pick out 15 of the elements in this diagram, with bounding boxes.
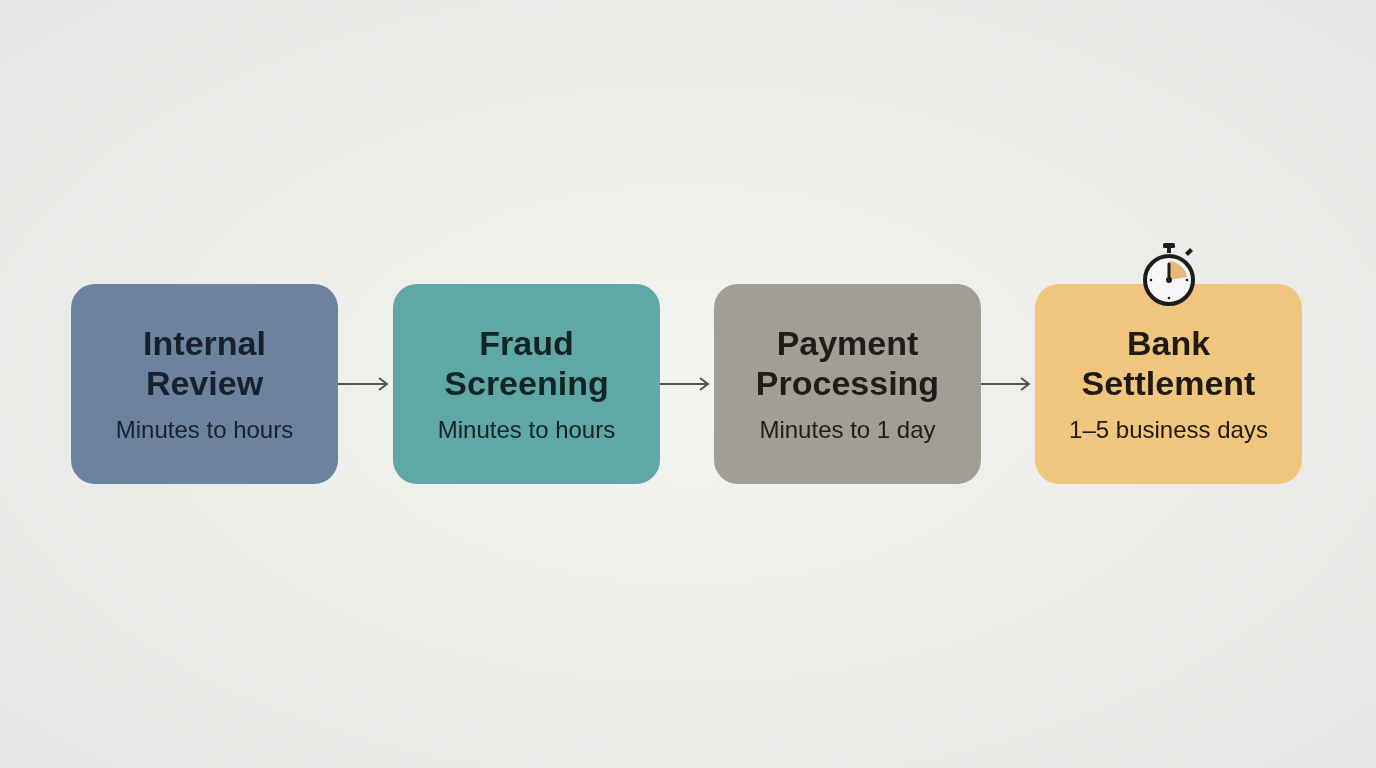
step-duration: 1–5 business days <box>1069 415 1268 445</box>
arrow <box>980 377 1030 391</box>
process-box <box>71 284 338 484</box>
process-box <box>714 284 981 484</box>
step-duration: Minutes to 1 day <box>759 415 936 445</box>
step-title: Internal Review <box>142 323 267 403</box>
arrow <box>337 377 388 391</box>
arrow <box>659 377 709 391</box>
step-title: Payment Processing <box>754 323 941 403</box>
process-box <box>1035 284 1302 484</box>
process-box <box>393 284 660 484</box>
step-title: Fraud Screening <box>443 323 610 403</box>
step-duration: Minutes to hours <box>115 415 294 445</box>
step-title: Bank Settlement <box>1080 323 1257 403</box>
step-duration: Minutes to hours <box>437 415 616 445</box>
